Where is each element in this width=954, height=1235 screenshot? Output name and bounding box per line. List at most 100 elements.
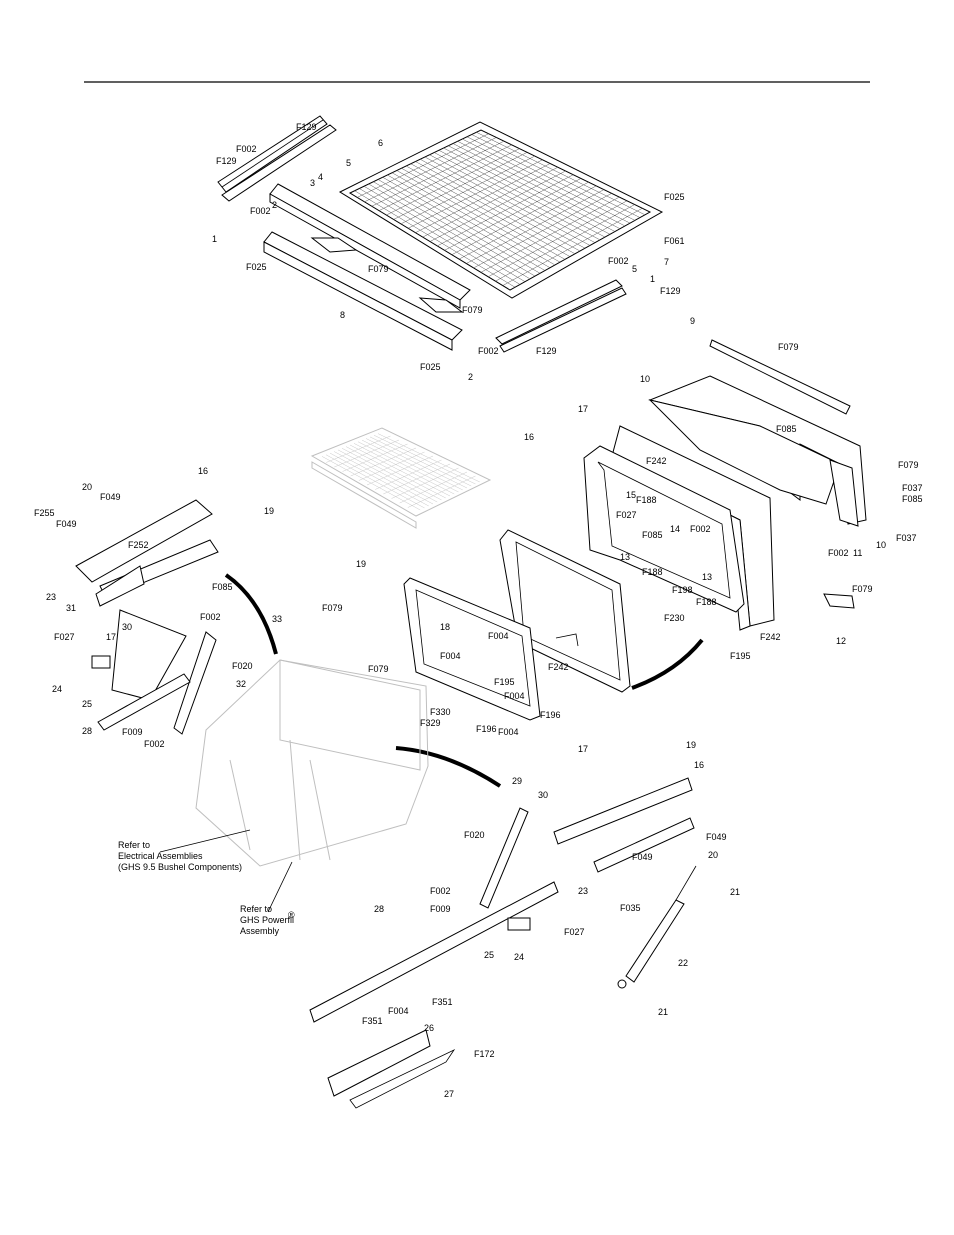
part-label: F002	[200, 612, 221, 622]
part-label: 20	[708, 850, 718, 860]
part-label: 17	[578, 404, 588, 414]
part-label: F329	[420, 718, 441, 728]
part-label: 13	[620, 552, 630, 562]
part-label: 1	[212, 234, 217, 244]
part-label: F004	[440, 651, 461, 661]
part-label: F188	[642, 567, 663, 577]
part-label: 8	[340, 310, 345, 320]
part-label: 23	[46, 592, 56, 602]
part-label: F061	[664, 236, 685, 246]
part-label: F242	[760, 632, 781, 642]
part-label: F230	[664, 613, 685, 623]
part-label: F085	[902, 494, 923, 504]
part-label: 15	[626, 490, 636, 500]
part-label: 25	[82, 699, 92, 709]
part-label: F351	[432, 997, 453, 1007]
part-label: F025	[420, 362, 441, 372]
part-label: F198	[672, 585, 693, 595]
part-label: F079	[368, 264, 389, 274]
part-label: 16	[524, 432, 534, 442]
part-label: 23	[578, 886, 588, 896]
part-label: 13	[702, 572, 712, 582]
part-label: F002	[236, 144, 257, 154]
part-label: F242	[548, 662, 569, 672]
part-label: 10	[640, 374, 650, 384]
part-label: 16	[694, 760, 704, 770]
part-label: 1	[650, 274, 655, 284]
part-label: F002	[144, 739, 165, 749]
part-label: F037	[902, 483, 923, 493]
part-label: 30	[538, 790, 548, 800]
part-label: 19	[264, 506, 274, 516]
part-label: F027	[54, 632, 75, 642]
part-label: F027	[616, 510, 637, 520]
part-label: 4	[318, 172, 323, 182]
part-label: F027	[564, 927, 585, 937]
part-label: F079	[462, 305, 483, 315]
part-label: F049	[100, 492, 121, 502]
part-label: 28	[82, 726, 92, 736]
part-label: F196	[476, 724, 497, 734]
part-label: 31	[66, 603, 76, 613]
part-label: F351	[362, 1016, 383, 1026]
part-label: 9	[690, 316, 695, 326]
part-label: F025	[664, 192, 685, 202]
part-label: F172	[474, 1049, 495, 1059]
part-label: F004	[504, 691, 525, 701]
part-label: F002	[250, 206, 271, 216]
part-label: 5	[632, 264, 637, 274]
part-label: 18	[440, 622, 450, 632]
part-label: 21	[730, 887, 740, 897]
part-label: 19	[686, 740, 696, 750]
part-label: 10	[876, 540, 886, 550]
part-label: 17	[578, 744, 588, 754]
part-label: 21	[658, 1007, 668, 1017]
part-label: 30	[122, 622, 132, 632]
part-label: F129	[296, 122, 317, 132]
part-label: 33	[272, 614, 282, 624]
part-label: F049	[706, 832, 727, 842]
part-label: F049	[56, 519, 77, 529]
part-label: F049	[632, 852, 653, 862]
part-label: F079	[898, 460, 919, 470]
part-label: F079	[778, 342, 799, 352]
part-label: F255	[34, 508, 55, 518]
part-label: F195	[730, 651, 751, 661]
part-label: 27	[444, 1089, 454, 1099]
part-label: F196	[540, 710, 561, 720]
part-label: 22	[678, 958, 688, 968]
part-label: 11	[853, 548, 862, 558]
part-label: 16	[198, 466, 208, 476]
part-label: 24	[52, 684, 62, 694]
bottom-arm-group	[309, 777, 697, 1109]
registered-mark: ®	[288, 910, 295, 920]
left-arm-group	[75, 499, 219, 735]
part-label: 24	[514, 952, 524, 962]
part-label: F004	[488, 631, 509, 641]
part-label: F085	[776, 424, 797, 434]
part-label: F129	[216, 156, 237, 166]
part-label: F242	[646, 456, 667, 466]
part-label: 2	[272, 200, 277, 210]
part-label: 14	[670, 524, 680, 534]
part-label: F025	[246, 262, 267, 272]
part-label: F009	[122, 727, 143, 737]
part-label: F188	[636, 495, 657, 505]
part-label: F195	[494, 677, 515, 687]
part-label: 3	[310, 178, 315, 188]
part-label: F002	[690, 524, 711, 534]
part-label: 6	[378, 138, 383, 148]
ghost-body	[195, 659, 429, 867]
part-label: 5	[346, 158, 351, 168]
part-label: 32	[236, 679, 246, 689]
part-label: F020	[464, 830, 485, 840]
part-label: F037	[896, 533, 917, 543]
part-label: F188	[696, 597, 717, 607]
screen-assembly	[217, 115, 664, 353]
part-label: F002	[608, 256, 629, 266]
part-label: F002	[430, 886, 451, 896]
part-label: F020	[232, 661, 253, 671]
